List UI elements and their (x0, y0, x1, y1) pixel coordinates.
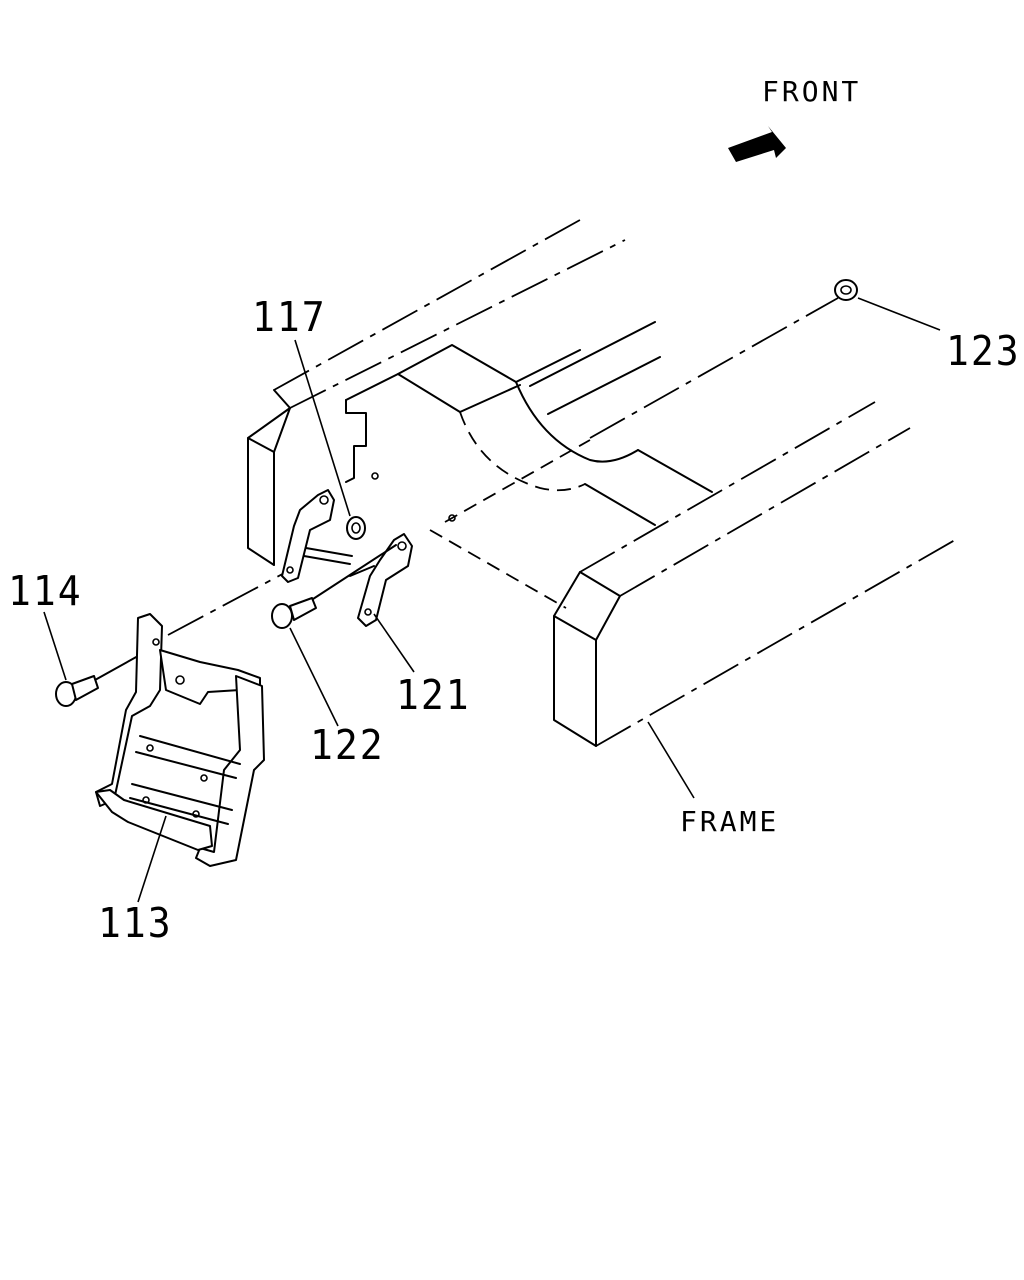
leader-114 (43, 611, 67, 681)
frame-rail-right (429, 401, 956, 747)
leader-117 (294, 339, 351, 517)
part-117-bracket (281, 489, 353, 583)
part-117-nut (346, 516, 366, 540)
part-123-nut (834, 279, 858, 301)
leader-121 (373, 613, 415, 673)
right-arrow-icon (728, 126, 786, 162)
cross-member (345, 321, 713, 526)
part-121-bracket (349, 533, 413, 627)
part-122-bolt (271, 544, 397, 629)
part-113-label: 113 (98, 899, 173, 947)
frame-rail-left (247, 219, 626, 566)
leader-frame (647, 721, 695, 799)
leader-123 (857, 297, 941, 331)
frame-label: FRAME (680, 805, 780, 838)
part-122-label: 122 (310, 721, 385, 769)
bolt-axis-line (589, 297, 839, 439)
part-121-label: 121 (396, 671, 471, 719)
part-123-label: 123 (946, 327, 1021, 375)
part-117-label: 117 (252, 293, 327, 341)
leader-122 (289, 627, 339, 727)
front-label: FRONT (762, 75, 862, 108)
bracket-axis-line (167, 569, 291, 636)
part-113-carrier (95, 613, 265, 867)
leader-113 (137, 815, 167, 903)
part-114-label: 114 (8, 567, 83, 615)
bolt-axis-line-2 (444, 439, 591, 523)
